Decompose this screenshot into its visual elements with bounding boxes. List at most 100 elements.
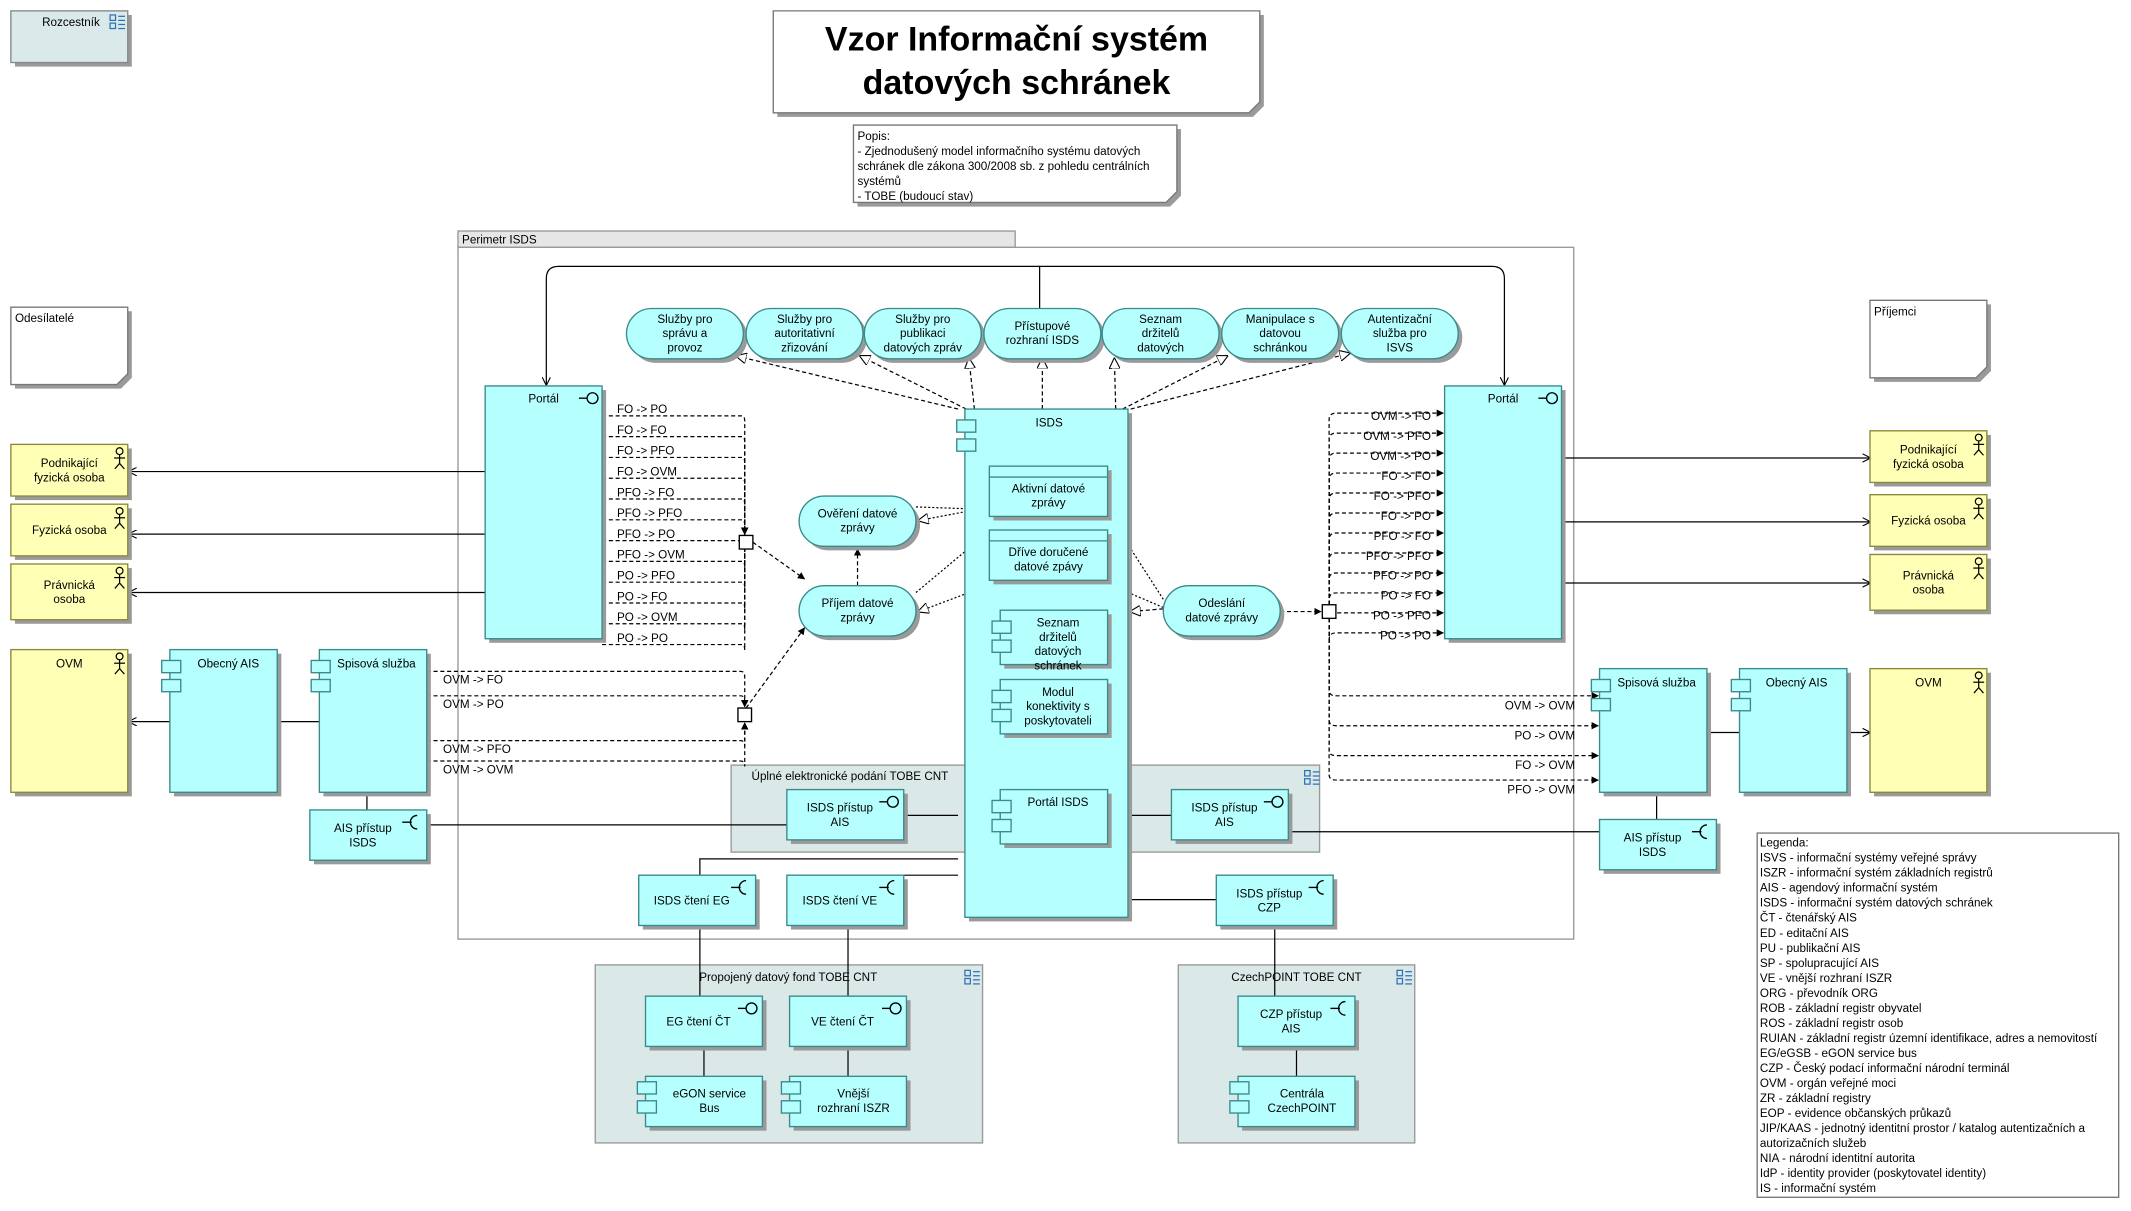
recipient-actor[interactable] — [1869, 667, 1988, 793]
service-1[interactable] — [745, 307, 864, 360]
actor-icon — [114, 506, 126, 530]
senders-note[interactable] — [10, 306, 129, 386]
navigation-box[interactable] — [10, 10, 129, 64]
flow-right-0 — [1328, 409, 1444, 612]
sender-actor[interactable] — [10, 503, 129, 557]
component-tab — [1730, 678, 1752, 693]
recipient-actor[interactable] — [1869, 430, 1988, 484]
obecny-ais-left-label: Obecný AIS — [197, 657, 259, 670]
flow-left-label: PO -> PO — [617, 632, 668, 645]
description-line: schránek dle zákona 300/2008 sb. z pohle… — [858, 160, 1150, 173]
junction-to-prijem — [752, 541, 806, 580]
sender-actor[interactable] — [10, 648, 129, 793]
obecny-ais-right[interactable] — [1738, 667, 1848, 793]
isds-to-cteni-eg — [699, 858, 959, 876]
legend-line: IdP - identity provider (poskytovatel id… — [1760, 1167, 1986, 1180]
sender-actor[interactable] — [10, 443, 129, 497]
service-label: Služby pro publikaci datových zprávSlužb… — [884, 313, 963, 355]
component-tab — [636, 1100, 658, 1114]
view-icon — [1304, 769, 1320, 785]
navigation-label: Rozcestník — [42, 16, 100, 29]
comp-egon[interactable] — [644, 1075, 764, 1128]
iface-eg-cteni[interactable] — [644, 995, 764, 1048]
obecny-ais-left[interactable] — [169, 648, 278, 793]
description-note[interactable] — [852, 124, 1178, 204]
iface-ais-left[interactable] — [309, 809, 428, 861]
comp-modul[interactable] — [999, 678, 1109, 735]
portal-left[interactable] — [484, 385, 603, 640]
legend-line: autorizačních služeb — [1760, 1137, 1866, 1150]
component-tab — [636, 1081, 658, 1095]
iface-isds-ais-1[interactable] — [786, 788, 905, 841]
required-interface-icon — [402, 814, 418, 830]
recipients-note[interactable] — [1869, 299, 1988, 379]
data-aktivni[interactable] — [988, 465, 1109, 518]
required-interface-icon — [1308, 879, 1324, 895]
comp-centrala[interactable] — [1237, 1075, 1356, 1128]
flow-right-label: OVM -> FO — [1371, 410, 1431, 423]
interface-icon — [737, 1002, 758, 1015]
description-line: - TOBE (budoucí stav) — [858, 190, 974, 203]
function-overeni[interactable] — [798, 495, 917, 547]
comp-vnejsi[interactable] — [788, 1075, 908, 1128]
flow-left-label: FO -> PFO — [617, 445, 674, 458]
component-tab — [991, 639, 1012, 653]
sender-actor[interactable] — [10, 563, 129, 621]
service-2[interactable] — [863, 307, 982, 360]
flow-right-label: FO -> PFO — [1374, 490, 1431, 503]
function-odeslani[interactable] — [1162, 585, 1281, 637]
flow-right-label: OVM -> PFO — [1363, 430, 1431, 443]
spisova-right-label: Spisová služba — [1617, 676, 1696, 689]
iface-pristup-czp[interactable] — [1215, 874, 1334, 927]
view-icon — [964, 969, 980, 985]
recipient-actor-label: OVM — [1915, 676, 1942, 689]
data-drive[interactable] — [988, 529, 1109, 581]
portal-right[interactable] — [1443, 385, 1563, 640]
function-prijem[interactable] — [798, 585, 917, 637]
legend-line: EG/eGSB - eGON service bus — [1760, 1047, 1917, 1060]
service-4[interactable] — [1101, 307, 1220, 360]
required-interface-icon — [1691, 824, 1707, 840]
perimeter-tab — [457, 230, 1016, 249]
recipient-actor[interactable] — [1869, 553, 1988, 611]
flow-left-label: PO -> OVM — [617, 611, 678, 624]
comp-seznam[interactable] — [999, 609, 1109, 666]
service-5[interactable] — [1221, 307, 1340, 360]
flow-left-8 — [602, 533, 749, 588]
iface-cteni-eg[interactable] — [638, 874, 757, 927]
legend-line: ROS - základní registr osob — [1760, 1017, 1903, 1030]
rozhrani-to-portal-left — [546, 265, 1041, 384]
junction-left-upper — [738, 534, 754, 550]
iface-cteni-ve[interactable] — [786, 874, 905, 927]
view-icon — [1396, 969, 1413, 985]
interface-icon — [1263, 795, 1284, 808]
iface-ve-cteni[interactable] — [788, 995, 908, 1048]
spisova-left[interactable] — [318, 648, 428, 793]
legend-line: NIA - národní identitní autorita — [1760, 1152, 1916, 1165]
comp-portal-isds[interactable] — [999, 788, 1109, 845]
service-3[interactable] — [983, 307, 1102, 360]
flow-right-ovm-label: PFO -> OVM — [1507, 784, 1575, 797]
iface-ais-right[interactable] — [1598, 818, 1718, 871]
iface-isds-ais-2[interactable] — [1170, 788, 1290, 841]
flow-right-ovm-0 — [1328, 618, 1599, 700]
iface-czp-pristup[interactable] — [1237, 995, 1356, 1048]
service-6[interactable] — [1340, 307, 1459, 360]
flow-right-label: OVM -> PO — [1370, 450, 1431, 463]
legend-line: VE - vnější rozhraní ISZR — [1760, 972, 1892, 985]
flow-left-9 — [602, 533, 749, 609]
spisova-right[interactable] — [1598, 667, 1708, 793]
service-0[interactable] — [625, 307, 745, 360]
title-note[interactable] — [772, 10, 1261, 114]
recipient-actor[interactable] — [1869, 493, 1988, 547]
legend-line: SP - spolupracující AIS — [1760, 957, 1879, 970]
required-interface-icon — [879, 879, 895, 895]
